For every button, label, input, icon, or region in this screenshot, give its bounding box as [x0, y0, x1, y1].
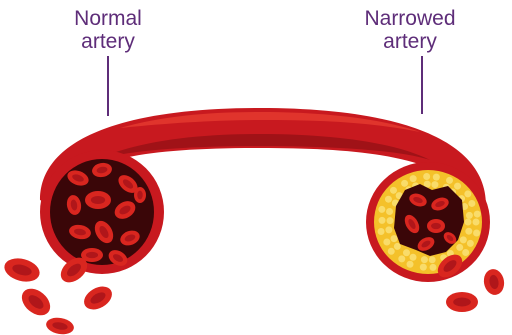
- plaque-nodule: [398, 255, 405, 262]
- plaque-nodule: [467, 240, 474, 247]
- plaque-nodule: [391, 235, 398, 242]
- plaque-nodule: [378, 228, 385, 235]
- plaque-nodule: [394, 243, 401, 250]
- plaque-nodule: [460, 236, 467, 243]
- plaque-nodule: [474, 211, 481, 218]
- plaque-nodule: [390, 187, 397, 194]
- plaque-nodule: [465, 219, 472, 226]
- plaque-nodule: [387, 217, 394, 224]
- plaque-nodule: [456, 244, 463, 251]
- plaque-nodule: [473, 219, 480, 226]
- normal-artery-opening: [40, 150, 164, 274]
- plaque-nodule: [466, 212, 473, 219]
- plaque-nodule: [410, 175, 417, 182]
- plaque-nodule: [454, 183, 461, 190]
- plaque-nodule: [433, 174, 440, 181]
- plaque-nodule: [429, 256, 436, 263]
- narrowed-artery-opening: [366, 162, 490, 282]
- plaque-nodule: [403, 249, 410, 256]
- blood-cell: [134, 187, 146, 203]
- plaque-nodule: [465, 228, 472, 235]
- blood-cell: [45, 316, 75, 335]
- plaque-nodule: [386, 208, 393, 215]
- plaque-nodule: [420, 264, 427, 271]
- plaque-nodule: [473, 230, 480, 237]
- blood-cell: [427, 219, 445, 233]
- plaque-nodule: [385, 226, 392, 233]
- blood-cell: [80, 282, 116, 314]
- plaque-nodule: [468, 200, 475, 207]
- plaque-nodule: [464, 190, 471, 197]
- plaque-nodule: [431, 181, 438, 188]
- blood-cell: [2, 255, 42, 286]
- plaque-nodule: [388, 248, 395, 255]
- plaque-nodule: [379, 217, 386, 224]
- plaque-nodule: [462, 249, 469, 256]
- plaque-nodule: [385, 196, 392, 203]
- plaque-nodule: [423, 173, 430, 180]
- plaque-nodule: [446, 177, 453, 184]
- blood-cell: [446, 292, 478, 312]
- plaque-nodule: [421, 256, 428, 263]
- plaque-nodule: [401, 180, 408, 187]
- plaque-nodule: [378, 206, 385, 213]
- plaque-nodule: [410, 254, 417, 261]
- plaque-nodule: [383, 238, 390, 245]
- blood-cell: [85, 191, 111, 209]
- blood-cell: [17, 283, 56, 320]
- blood-cell: [482, 267, 506, 296]
- plaque-nodule: [430, 264, 437, 271]
- plaque-nodule: [407, 261, 414, 268]
